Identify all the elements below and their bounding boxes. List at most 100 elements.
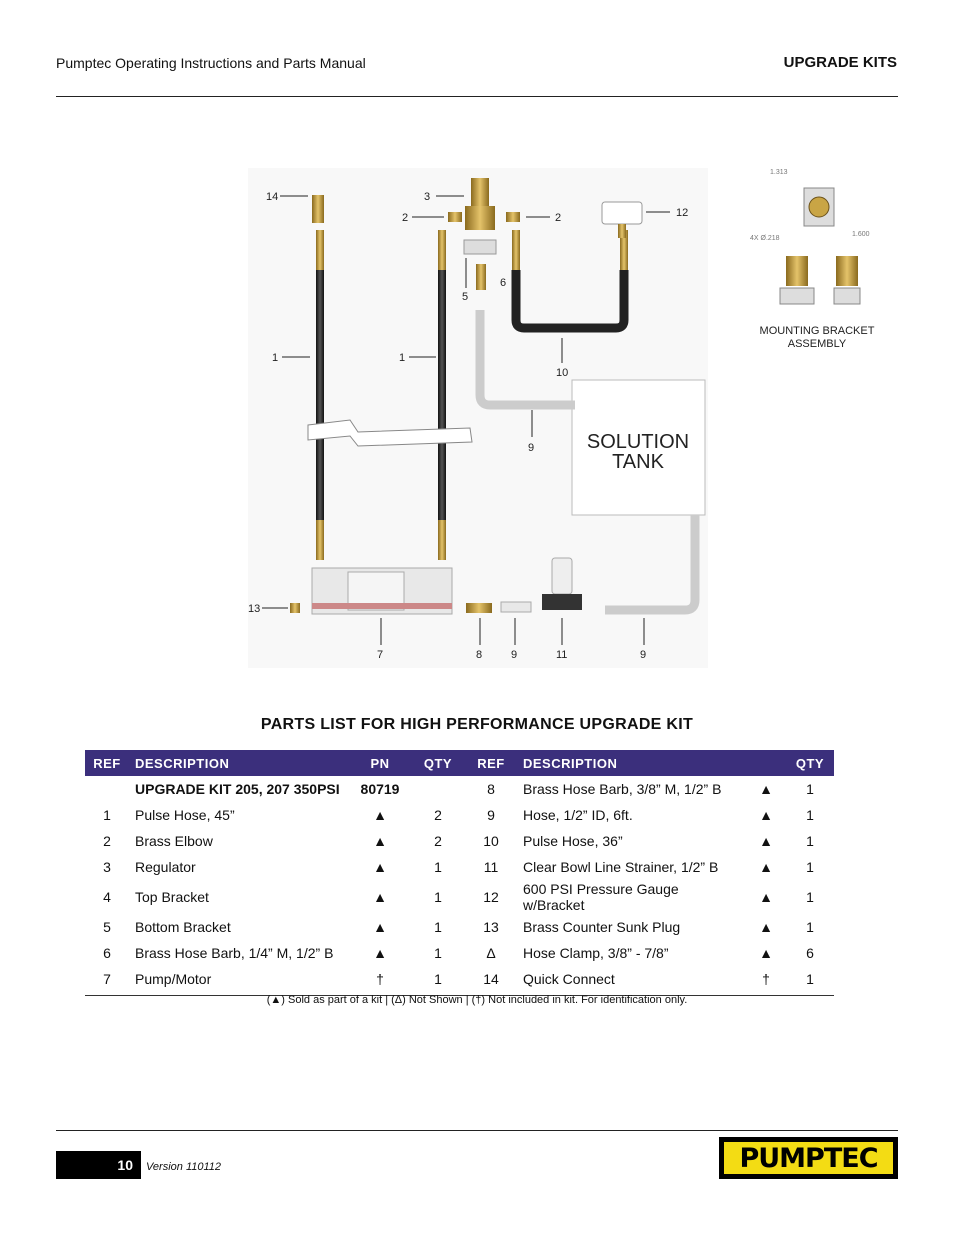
table-cell: [411, 776, 465, 802]
legend-footnote: (▲) Sold as part of a kit | (Δ) Not Show…: [266, 994, 688, 1006]
table-cell: ▲: [759, 781, 773, 797]
table-cell: Brass Hose Barb, 3/8” M, 1/2” B: [523, 781, 722, 797]
table-cell: UPGRADE KIT 205, 207 350PSI: [135, 781, 340, 797]
bracket-caption-line2: ASSEMBLY: [788, 338, 847, 350]
col-ref: REF: [85, 750, 129, 776]
section-title: UPGRADE KITS: [783, 54, 897, 71]
bracket-caption-line1: MOUNTING BRACKET: [760, 325, 875, 337]
tank-label-line1: SOLUTION: [587, 431, 689, 453]
table-cell: Clear Bowl Line Strainer, 1/2” B: [523, 859, 719, 875]
table-cell: Regulator: [135, 859, 196, 875]
table-cell: ▲: [373, 919, 387, 935]
table-cell: Δ: [486, 945, 496, 961]
col-pn: PN: [349, 750, 411, 776]
pump-motor: [311, 567, 453, 615]
table-cell: ▲: [759, 919, 773, 935]
svg-text:10: 10: [556, 367, 568, 379]
table-cell: ▲: [759, 833, 773, 849]
table-cell: 1: [411, 966, 465, 996]
table-cell: Brass Hose Barb, 1/4” M, 1/2” B: [135, 945, 334, 961]
regulator: [448, 178, 520, 290]
pulse-hose-left: [312, 195, 324, 560]
table-cell: ▲: [759, 807, 773, 823]
table-cell: 1: [806, 833, 814, 849]
svg-text:9: 9: [640, 649, 646, 661]
pulse-hose-36: [511, 230, 629, 333]
table-cell: 2: [434, 833, 442, 849]
version-label: Version 110112: [146, 1161, 222, 1173]
table-cell: 4: [103, 889, 111, 905]
table-cell: [85, 776, 129, 802]
table-cell: 10: [483, 833, 499, 849]
dim-height: 1.600: [852, 231, 870, 238]
table-cell: Hose, 1/2” ID, 6ft.: [523, 807, 633, 823]
table-cell: ▲: [759, 859, 773, 875]
table-cell: 1: [806, 919, 814, 935]
table-cell: 9: [487, 807, 495, 823]
table-cell: Brass Counter Sunk Plug: [523, 919, 681, 935]
pulse-hose-right: [438, 230, 446, 560]
svg-text:7: 7: [377, 649, 383, 661]
hose-break: [307, 419, 473, 447]
table-cell: 1: [434, 889, 442, 905]
col-description: DESCRIPTION: [129, 750, 349, 776]
table-cell: 3: [103, 859, 111, 875]
pumptec-logo: PUMPTEC: [719, 1137, 898, 1179]
col-kit-flag: [746, 750, 786, 776]
table-cell: ▲: [373, 945, 387, 961]
hose-from-tank: [605, 515, 700, 615]
callouts: 14 3 2 2 12 6 5 1 1 10 9 13 7 8 9 11 9: [248, 191, 688, 661]
svg-text:6: 6: [500, 277, 506, 289]
manual-title: Pumptec Operating Instructions and Parts…: [56, 55, 366, 71]
tank-label-line2: TANK: [612, 451, 665, 473]
svg-text:9: 9: [511, 649, 517, 661]
table-cell: 1: [434, 945, 442, 961]
table-cell: Pulse Hose, 45”: [135, 807, 235, 823]
table-cell: 1: [806, 807, 814, 823]
svg-text:8: 8: [476, 649, 482, 661]
table-cell: 12: [483, 889, 499, 905]
table-cell: 5: [103, 919, 111, 935]
svg-text:13: 13: [248, 603, 260, 615]
svg-text:9: 9: [528, 442, 534, 454]
table-cell: ▲: [759, 889, 773, 905]
table-cell: 1: [786, 966, 834, 996]
table-cell: †: [349, 966, 411, 996]
parts-table: REF DESCRIPTION PN QTY REF DESCRIPTION Q…: [85, 750, 834, 996]
mounting-bracket-assembly: 1.313 1.600 4X Ø.218 MOUNTING BRACKET AS…: [750, 169, 875, 350]
header-rule: [56, 96, 898, 97]
table-cell: 80719: [360, 781, 400, 797]
table-cell: ▲: [373, 807, 387, 823]
table-cell: 2: [434, 807, 442, 823]
counter-sunk-plug: [290, 603, 300, 613]
hose-to-tank: [475, 310, 575, 410]
col-qty-2: QTY: [786, 750, 834, 776]
svg-text:2: 2: [555, 212, 561, 224]
table-cell: Pulse Hose, 36”: [523, 833, 623, 849]
upgrade-kit-diagram: SOLUTION TANK 14 3 2 2 12 6 5 1 1 10: [248, 168, 875, 668]
table-cell: 1: [806, 781, 814, 797]
parts-list-title: PARTS LIST FOR HIGH PERFORMANCE UPGRADE …: [260, 716, 694, 733]
line-strainer: [542, 557, 582, 610]
table-cell: †: [746, 966, 786, 996]
table-cell: 13: [483, 919, 499, 935]
table-cell: ▲: [373, 889, 387, 905]
table-cell: Pump/Motor: [129, 966, 349, 996]
table-cell: 600 PSI Pressure Gauge w/Bracket: [523, 881, 679, 913]
table-cell: 2: [103, 833, 111, 849]
svg-text:5: 5: [462, 291, 468, 303]
table-cell: 6: [103, 945, 111, 961]
hose-segment: [500, 601, 532, 613]
table-cell: ▲: [759, 945, 773, 961]
svg-text:14: 14: [266, 191, 278, 203]
table-cell: 1: [806, 859, 814, 875]
table-cell: Hose Clamp, 3/8” - 7/8”: [523, 945, 669, 961]
parts-table-header: REF DESCRIPTION PN QTY REF DESCRIPTION Q…: [85, 750, 834, 776]
